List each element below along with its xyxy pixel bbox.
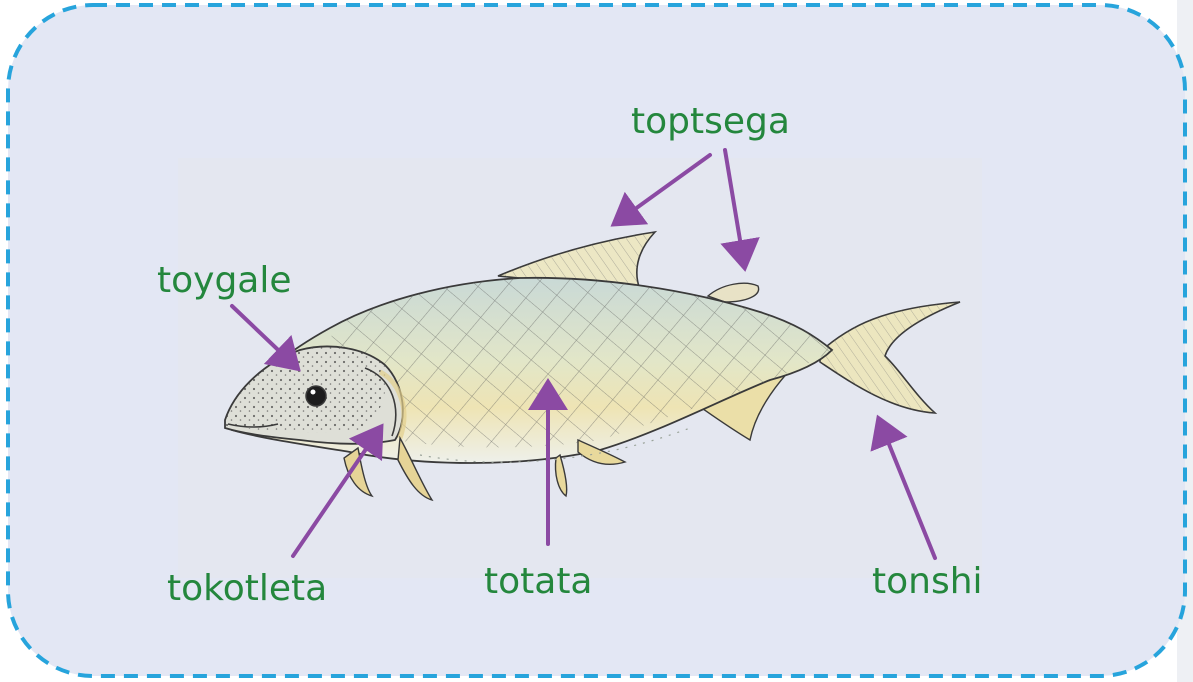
label-gill: tokotleta [167, 568, 327, 609]
label-body: totata [484, 561, 593, 602]
fish-eye [306, 386, 326, 406]
label-tail: tonshi [872, 561, 983, 602]
label-dorsal-fin: toptsega [631, 101, 790, 142]
label-head: toygale [157, 260, 292, 301]
